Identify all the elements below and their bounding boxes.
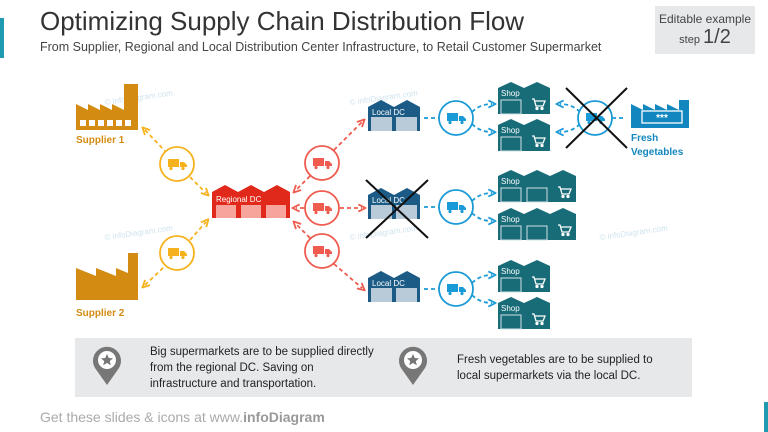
location-pin-star-icon [93,346,121,385]
svg-text:© infoDiagram.com: © infoDiagram.com [104,223,173,242]
truck-circle-red [304,233,340,269]
supplier-1-factory-icon [76,84,138,130]
footer-link[interactable]: Get these slides & icons at www.infoDiag… [40,409,325,425]
truck-circle-red [304,145,340,181]
shop-icon: Shop [498,82,550,115]
local-dc-warehouse-icon: Local DC [368,271,420,302]
regional-dc-warehouse-icon [212,185,290,218]
svg-text:Local DC: Local DC [372,108,405,117]
svg-text:Shop: Shop [501,126,520,135]
svg-text:Shop: Shop [501,267,520,276]
van-circle-blue [438,189,474,225]
svg-text:© infoDiagram.com: © infoDiagram.com [349,223,418,242]
regional-dc-label: Regional DC [216,195,262,204]
truck-circle-orange [159,235,195,271]
shop-icon: Shop [498,208,576,241]
truck-circle-red [304,190,340,226]
local-dc-warehouse-icon: Local DC [368,188,420,219]
van-circle-blue [438,100,474,136]
badge-label: Editable example [658,12,752,26]
truck-circle-orange [159,146,195,182]
supplier-2-factory-icon [76,253,138,300]
cross-mark-icon [565,87,628,149]
svg-text:Local DC: Local DC [372,279,405,288]
svg-text:Shop: Shop [501,89,520,98]
location-pin-star-icon [399,346,427,385]
supplier-2-label: Supplier 2 [76,308,125,319]
accent-bar-bottom [764,402,768,432]
svg-text:© infoDiagram.com: © infoDiagram.com [599,223,668,242]
step-badge: Editable example step 1/2 [655,6,755,54]
svg-text:***: *** [656,113,668,124]
step-label: step [679,34,700,46]
shop-icon: Shop [498,170,576,203]
fresh-label: Fresh [631,133,658,144]
svg-text:Shop: Shop [501,304,520,313]
shop-icon: Shop [498,297,550,330]
supplier-1-label: Supplier 1 [76,135,125,146]
svg-text:© infoDiagram.com: © infoDiagram.com [104,88,173,107]
page-title: Optimizing Supply Chain Distribution Flo… [40,6,525,36]
svg-text:Shop: Shop [501,177,520,186]
page-subtitle: From Supplier, Regional and Local Distri… [40,40,602,54]
fresh-vegetables-factory-icon: *** [631,100,689,128]
van-circle-blue [438,271,474,307]
step-value: 1/2 [703,26,731,48]
shop-icon: Shop [498,119,550,152]
note-text-2: Fresh vegetables are to be supplied to l… [457,354,653,382]
accent-bar [0,18,4,58]
vegetables-label: Vegetables [631,147,684,158]
note-text-1: Big supermarkets are to be supplied dire… [150,346,374,390]
notes-panel: Big supermarkets are to be supplied dire… [75,338,692,397]
svg-text:Shop: Shop [501,215,520,224]
cross-mark-icon [365,179,429,239]
shop-icon: Shop [498,260,550,293]
local-dc-warehouse-icon: Local DC [368,100,420,131]
